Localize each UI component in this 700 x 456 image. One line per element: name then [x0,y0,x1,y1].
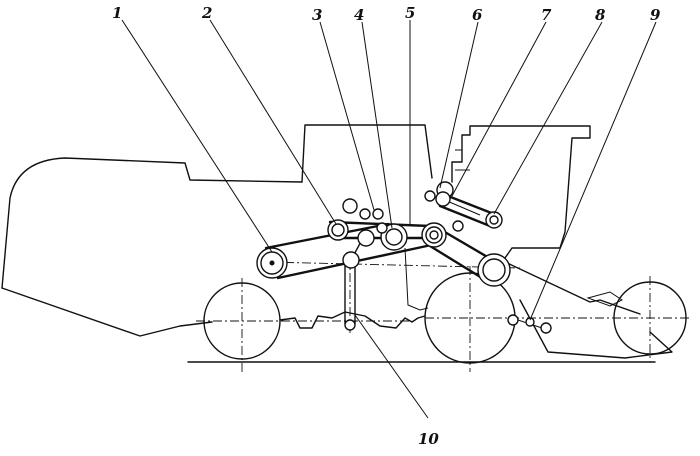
callout-labels: 1 2 3 4 5 6 7 8 9 10 [112,4,661,448]
sprocket-header-c [540,322,552,334]
belt-upper-short-a [446,194,496,216]
leader-7 [451,21,547,197]
pulley-right-large-inner [482,258,506,282]
callout-4: 4 [354,6,364,24]
housing-step [455,149,470,171]
pulley-left-hub [269,260,275,266]
sprocket-header-a [507,314,519,326]
header-frame-top [504,261,641,315]
callout-8: 8 [595,6,606,24]
callout-5: 5 [405,4,415,22]
sprocket-a [342,198,358,214]
header-plate [586,291,623,307]
pulleys [256,181,552,334]
leader-2 [209,19,337,225]
leader-10 [354,314,429,419]
left-hood-bottom [1,287,213,337]
pulley-triple-inner [429,230,439,240]
callout-2: 2 [201,4,212,22]
pulley-idler-lower [342,251,360,269]
callout-3: 3 [312,6,322,24]
callout-7: 7 [541,6,552,24]
frame-tank-drop [404,247,429,311]
header-frame-bottom [519,299,673,359]
pulley-cluster-2-inner [331,223,345,237]
sprocket-b [359,208,371,220]
pulley-rod-end [344,319,356,331]
belt-upper-left [264,222,390,250]
grain-tank-outline [301,124,433,183]
pulley-8-inner [489,215,499,225]
right-housing-outline [451,125,591,259]
sprocket-c [372,208,384,220]
leader-3 [319,21,375,211]
leader-lines [121,19,657,419]
callout-10: 10 [418,430,439,448]
sprocket-right-small [452,220,464,232]
sprocket-header-b [525,317,535,327]
sprocket-d [376,222,388,234]
pulley-central-inner [385,228,403,246]
callout-6: 6 [472,6,483,24]
centre-lines [196,256,690,372]
leader-1 [121,19,273,253]
leader-4 [361,21,393,229]
leader-8 [493,21,603,215]
machine-body [1,124,673,363]
pulley-upper-7 [435,191,451,207]
pulley-upper-small [424,190,436,202]
belt-right-lower [428,244,484,280]
leader-9 [529,21,657,321]
callout-1: 1 [112,4,122,22]
belt-upper-short-b [438,204,492,228]
callout-9: 9 [650,6,661,24]
left-hood-outline [1,157,303,289]
pulley-tensioner [357,229,375,247]
leader-6 [439,21,479,189]
